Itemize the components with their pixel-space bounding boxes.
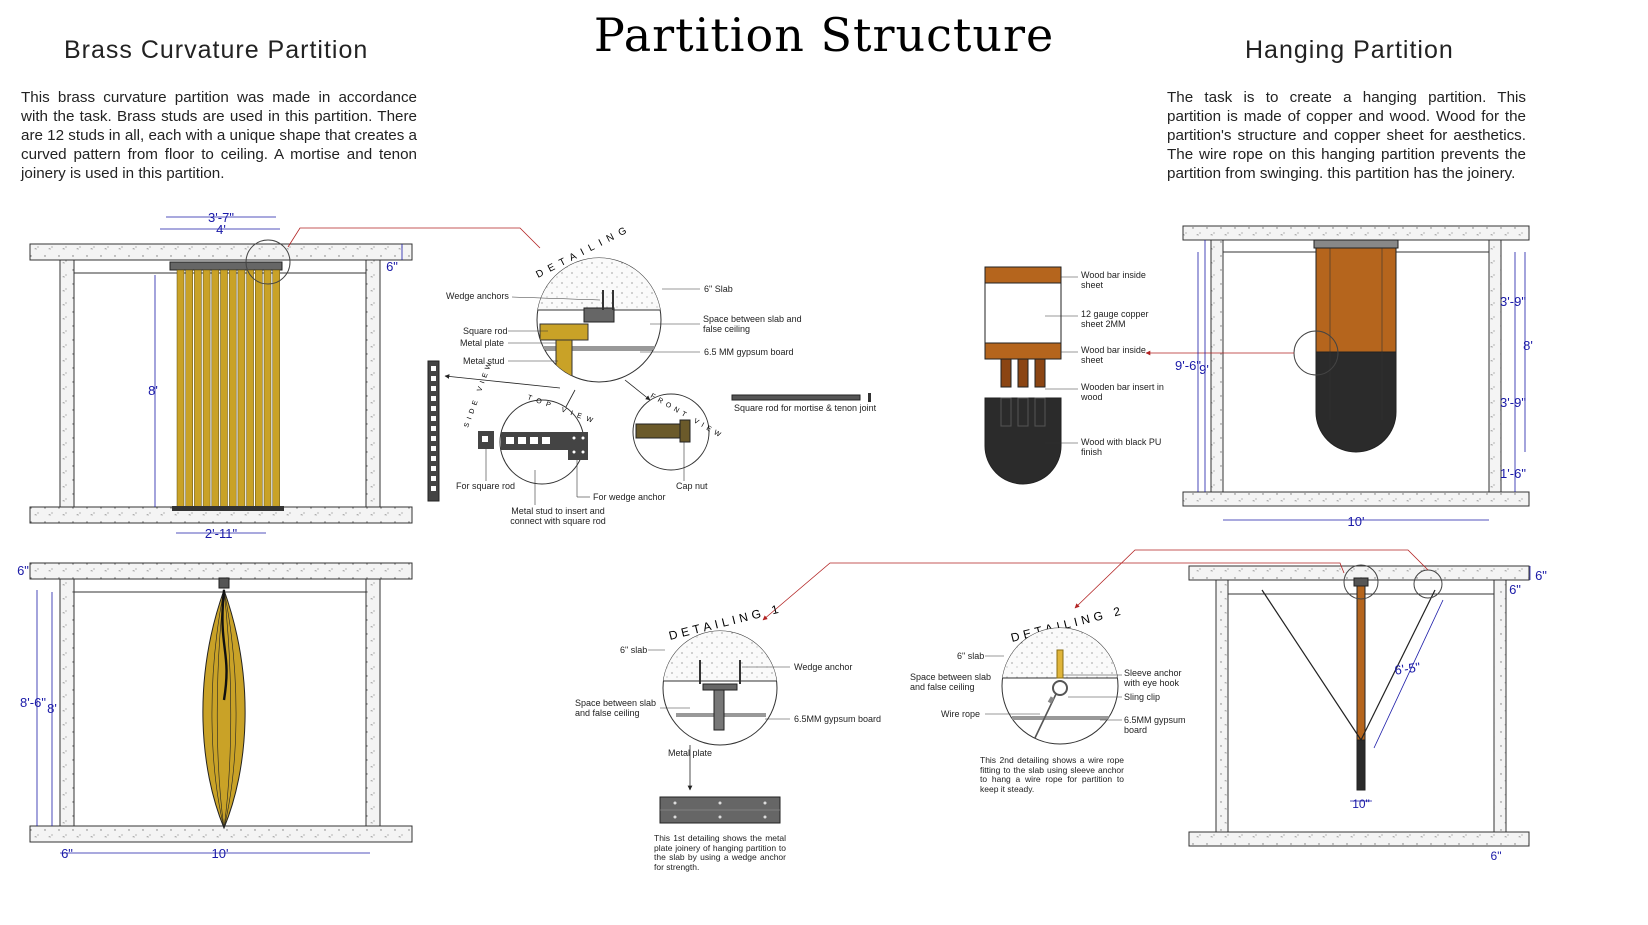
stud-hole (431, 486, 436, 491)
hf-dim-3: 3'-9" (1500, 395, 1526, 410)
for-square-rod-label: For square rod (456, 481, 515, 491)
brass-stud (263, 269, 272, 508)
brass-stud (272, 269, 280, 508)
brass-side-elevation: 6" 8'-6" 8' 6" 10' (17, 562, 413, 861)
hanging-front-elevation: 3'-9" 8' 3'-9" 1'-6" 9'-6" 9' 10' (1145, 225, 1533, 529)
d1-space-label: Space between slab and false ceiling (575, 698, 657, 718)
mat-copper-label: 12 gauge copper sheet 2MM (1081, 309, 1149, 329)
dim-height: 8' (148, 383, 158, 398)
material-block: Wood bar inside sheet 12 gauge copper sh… (984, 266, 1164, 485)
da-metal-stud-label: Metal stud (463, 356, 505, 366)
dim-top-2: 4' (216, 222, 226, 237)
d2-caption: This 2nd detailing shows a wire rope fit… (980, 756, 1124, 794)
brass-stud (228, 269, 237, 508)
stud-hole (431, 366, 436, 371)
for-wedge-label: For wedge anchor (593, 492, 666, 502)
dim-side-bottom-left: 6" (61, 846, 73, 861)
mat-wood-insert-label: Wooden bar insert in wood (1081, 382, 1164, 402)
hs-dim-bottom-right: 6" (1491, 849, 1502, 863)
stud-hole (431, 426, 436, 431)
da-wedge-label: Wedge anchors (446, 291, 509, 301)
brass-stud (176, 269, 185, 508)
d1-gypsum-label: 6.5MM gypsum board (794, 714, 881, 724)
mat-wood-bar-label: Wood bar inside sheet (1081, 270, 1146, 290)
brass-stud (246, 269, 254, 508)
stud-hole (431, 406, 436, 411)
dim-bottom: 2'-11" (205, 526, 238, 541)
brass-stud (202, 269, 211, 508)
page-title: Partition Structure (593, 8, 1055, 62)
hs-dim-top-right2: 6" (1509, 582, 1521, 597)
da-gypsum-label: 6.5 MM gypsum board (704, 347, 794, 357)
d1-slab-label: 6" slab (620, 645, 647, 655)
d1-caption: This 1st detailing shows the metal plate… (654, 834, 786, 872)
hf-dim-1: 3'-9" (1500, 294, 1526, 309)
hs-dim-bottom-mid: 10" (1352, 797, 1370, 811)
hf-dim-bottom: 10' (1348, 514, 1365, 529)
d1-metal-plate-label: Metal plate (668, 748, 712, 758)
mat-wood-bar2-label: Wood bar inside sheet (1081, 345, 1146, 365)
da-metal-plate-label: Metal plate (460, 338, 504, 348)
brass-stud (255, 269, 263, 508)
da-slab-label: 6" Slab (704, 284, 733, 294)
hf-dim-2: 8' (1523, 338, 1533, 353)
stud-hole (431, 466, 436, 471)
d2-sleeve-label: Sleeve anchor with eye hook (1124, 668, 1182, 688)
brass-studs (176, 269, 280, 508)
side-view-label: SIDE VIEW (463, 358, 494, 428)
brass-stud (185, 269, 193, 508)
stud-hole (431, 386, 436, 391)
detailing-1: DETAILING 1 6" slab Wedge anchor Space b… (575, 601, 881, 872)
d2-slab-label: 6" slab (957, 651, 984, 661)
stud-hole (431, 446, 436, 451)
detailing-a: DETAILING 6" Slab Wedge anchors Square r… (427, 223, 877, 526)
dim-side-outer-height: 8'-6" (20, 695, 46, 710)
brass-stud (211, 269, 220, 508)
hs-dim-top-right: 6" (1535, 568, 1547, 583)
stud-hole (431, 376, 436, 381)
dim-right: 6" (386, 259, 398, 274)
da-space-label: Space between slab and false ceiling (703, 314, 802, 334)
stud-hole (431, 436, 436, 441)
stud-hole (431, 416, 436, 421)
d2-space-label: Space between slab and false ceiling (910, 672, 992, 692)
stud-hole (431, 476, 436, 481)
dim-side-top-left: 6" (17, 563, 29, 578)
hf-dim-4: 1'-6" (1500, 466, 1526, 481)
hanging-partition-description: The task is to create a hanging partitio… (1167, 89, 1526, 182)
dim-side-inner-height: 8' (47, 701, 57, 716)
metal-stud-insert-label: Metal stud to insert and connect with sq… (510, 506, 606, 526)
hs-dim-diag: 6'-5" (1394, 659, 1422, 678)
mat-black-pu-label: Wood with black PU finish (1081, 437, 1162, 457)
dim-top-1: 3'-7" (208, 210, 234, 225)
cap-nut-label: Cap nut (676, 481, 708, 491)
brass-stud (194, 269, 202, 508)
stud-hole (431, 456, 436, 461)
brass-stud (220, 269, 228, 508)
brass-front-elevation: 3'-7" 4' 6" 8' 2'-11" (29, 210, 541, 541)
square-rod-mortise-label: Square rod for mortise & tenon joint (734, 403, 877, 413)
dim-side-bottom: 10' (212, 846, 229, 861)
brass-stud (237, 269, 246, 508)
da-square-rod-label: Square rod (463, 326, 508, 336)
stud-hole (431, 396, 436, 401)
metal-stud-holes (431, 366, 436, 491)
hf-dim-left2: 9' (1199, 362, 1209, 377)
hanging-partition-heading: Hanging Partition (1245, 36, 1454, 64)
hf-dim-left: 9'-6" (1175, 358, 1201, 373)
brass-partition-heading: Brass Curvature Partition (64, 36, 369, 64)
hanging-side-elevation: 6" 6" 6'-5" 10" 6" (762, 549, 1547, 863)
detailing-2: DETAILING 2 6" slab Space between slab a… (910, 603, 1186, 794)
d2-wire-label: Wire rope (941, 709, 980, 719)
brass-partition-description: This brass curvature partition was made … (21, 89, 417, 182)
d2-gypsum-label: 6.5MM gypsum board (1124, 715, 1186, 735)
d1-wedge-label: Wedge anchor (794, 662, 852, 672)
d2-sling-label: Sling clip (1124, 692, 1160, 702)
